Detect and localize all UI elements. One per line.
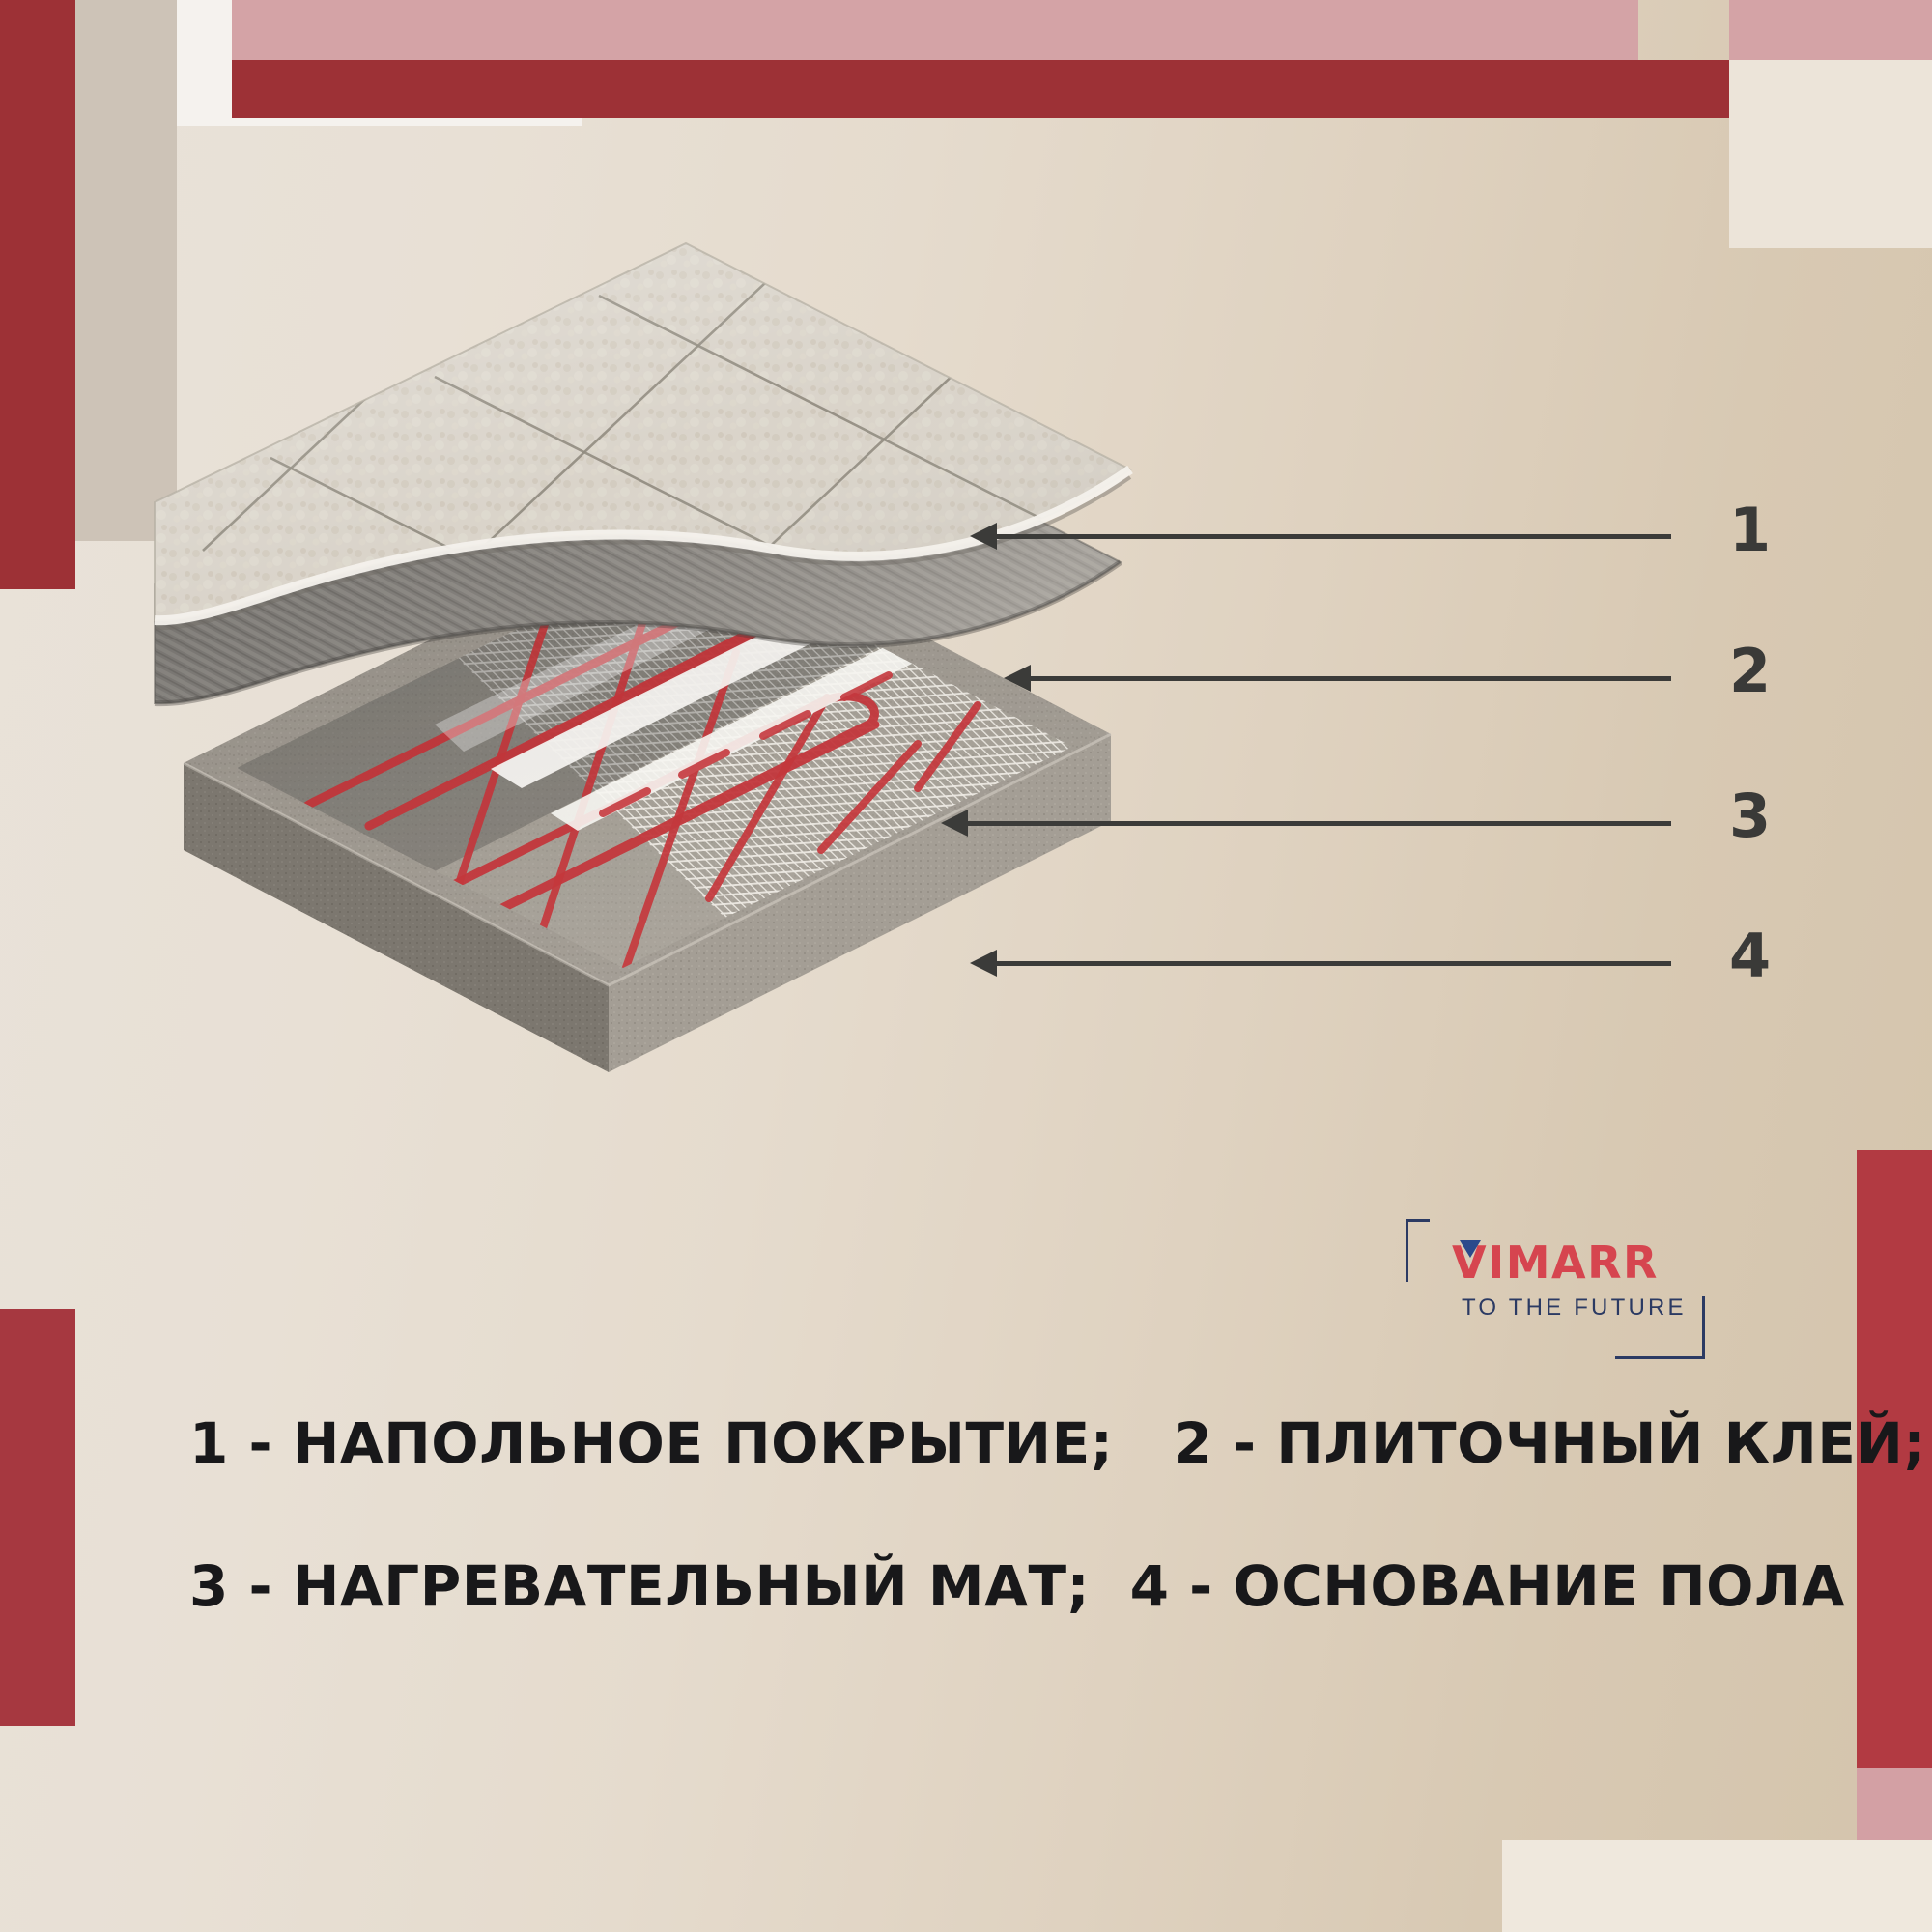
logo-triangle-icon: [1460, 1240, 1481, 1258]
callout-arrow-1: [970, 523, 1671, 550]
layer-diagram: [145, 222, 1285, 1140]
callout-arrow-3: [941, 810, 1671, 837]
callout-number-2: 2: [1729, 636, 1772, 706]
deco-band-top-pink: [232, 0, 1638, 60]
deco-band-top-red: [232, 60, 1735, 118]
callout-arrow-2: [1004, 665, 1671, 692]
callout-number-3: 3: [1729, 781, 1772, 851]
legend-line-2: 3 - НАГРЕВАТЕЛЬНЫЙ МАТ; 4 - ОСНОВАНИЕ ПО…: [189, 1553, 1846, 1619]
deco-bar-bottom-right-pink: [1857, 1768, 1932, 1845]
brand-logo: VIMARR TO THE FUTURE: [1406, 1219, 1705, 1359]
callout-number-1: 1: [1729, 495, 1772, 565]
deco-bar-bottom-right-red: [1857, 1150, 1932, 1768]
logo-bracket-bottom-right: [1615, 1296, 1705, 1359]
callout-number-4: 4: [1729, 921, 1772, 991]
logo-bracket-top-left: [1406, 1219, 1430, 1282]
deco-bar-bottom-left-red: [0, 1309, 75, 1726]
deco-block-top-right-cream: [1729, 60, 1932, 248]
deco-block-bottom-right-cream: [1502, 1840, 1932, 1932]
deco-bar-top-left-red: [0, 0, 75, 589]
legend-line-1: 1 - НАПОЛЬНОЕ ПОКРЫТИЕ; 2 - ПЛИТОЧНЫЙ КЛ…: [189, 1410, 1927, 1476]
legend: 1 - НАПОЛЬНОЕ ПОКРЫТИЕ; 2 - ПЛИТОЧНЫЙ КЛ…: [189, 1410, 1927, 1619]
logo-tagline: TO THE FUTURE: [1462, 1294, 1687, 1321]
deco-bar-top-left-dust: [75, 0, 177, 541]
deco-block-top-right-pink: [1729, 0, 1932, 60]
logo-wordmark: VIMARR: [1452, 1236, 1659, 1289]
callout-arrow-4: [970, 950, 1671, 977]
